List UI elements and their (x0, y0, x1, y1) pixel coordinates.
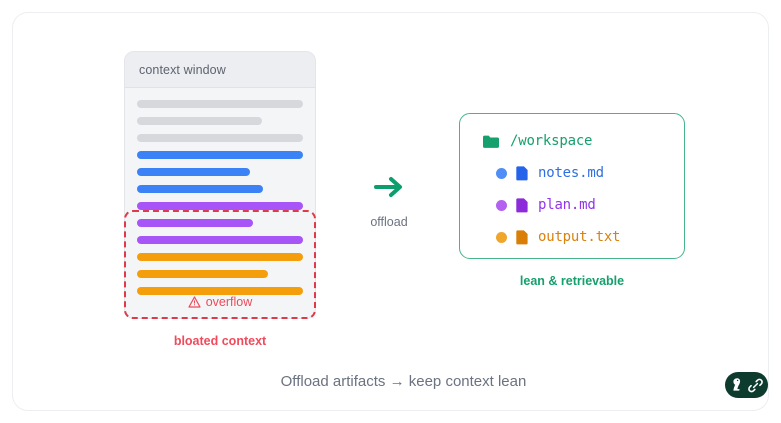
bird-icon (732, 378, 740, 391)
workspace-file-row[interactable]: notes.md (460, 162, 684, 184)
brand-badge[interactable] (725, 372, 768, 398)
overflow-warning: overflow (124, 295, 316, 309)
context-bar (137, 117, 262, 125)
file-name-label: notes.md (538, 165, 604, 181)
context-bar (137, 151, 303, 159)
workspace-root-label: /workspace (510, 133, 593, 149)
context-bar (137, 219, 254, 227)
context-window-header: context window (125, 52, 315, 88)
file-name-label: plan.md (538, 197, 596, 213)
folder-icon (483, 135, 499, 148)
link-icon (747, 378, 763, 392)
warning-triangle-icon (188, 296, 201, 308)
overflow-label-text: overflow (205, 295, 253, 309)
context-bar (137, 253, 303, 261)
bloated-context-caption: bloated context (173, 334, 267, 348)
context-bar (137, 100, 303, 108)
arrow-right-icon (374, 177, 402, 197)
offload-label: offload (370, 215, 408, 229)
file-name-label: output.txt (538, 229, 621, 245)
context-bar (137, 134, 303, 142)
footer-caption: Offload artifacts → keep context lean (280, 373, 527, 390)
context-window-bars (125, 88, 315, 295)
context-bar (137, 185, 264, 193)
context-bar (137, 287, 303, 295)
context-window-card: context window (124, 51, 316, 319)
context-bar (137, 270, 269, 278)
context-bar (137, 168, 250, 176)
offload-transition: offload (353, 173, 425, 229)
context-bar (137, 236, 303, 244)
workspace-file-row[interactable]: output.txt (460, 226, 684, 248)
file-icon (516, 230, 528, 245)
context-bar (137, 202, 303, 210)
workspace-file-row[interactable]: plan.md (460, 194, 684, 216)
diagram-frame: context window overflow bloated context … (12, 12, 769, 411)
file-color-dot (496, 199, 507, 211)
file-icon (516, 198, 528, 213)
workspace-file-list: notes.md plan.md output.txt (460, 162, 684, 248)
file-color-dot (496, 167, 507, 179)
context-window-title: context window (139, 62, 226, 77)
workspace-root-row[interactable]: /workspace (460, 130, 684, 152)
file-icon (516, 166, 528, 181)
lean-retrievable-caption: lean & retrievable (519, 274, 625, 288)
file-color-dot (496, 231, 507, 243)
workspace-card: /workspace notes.md plan.md output.txt (459, 113, 685, 259)
